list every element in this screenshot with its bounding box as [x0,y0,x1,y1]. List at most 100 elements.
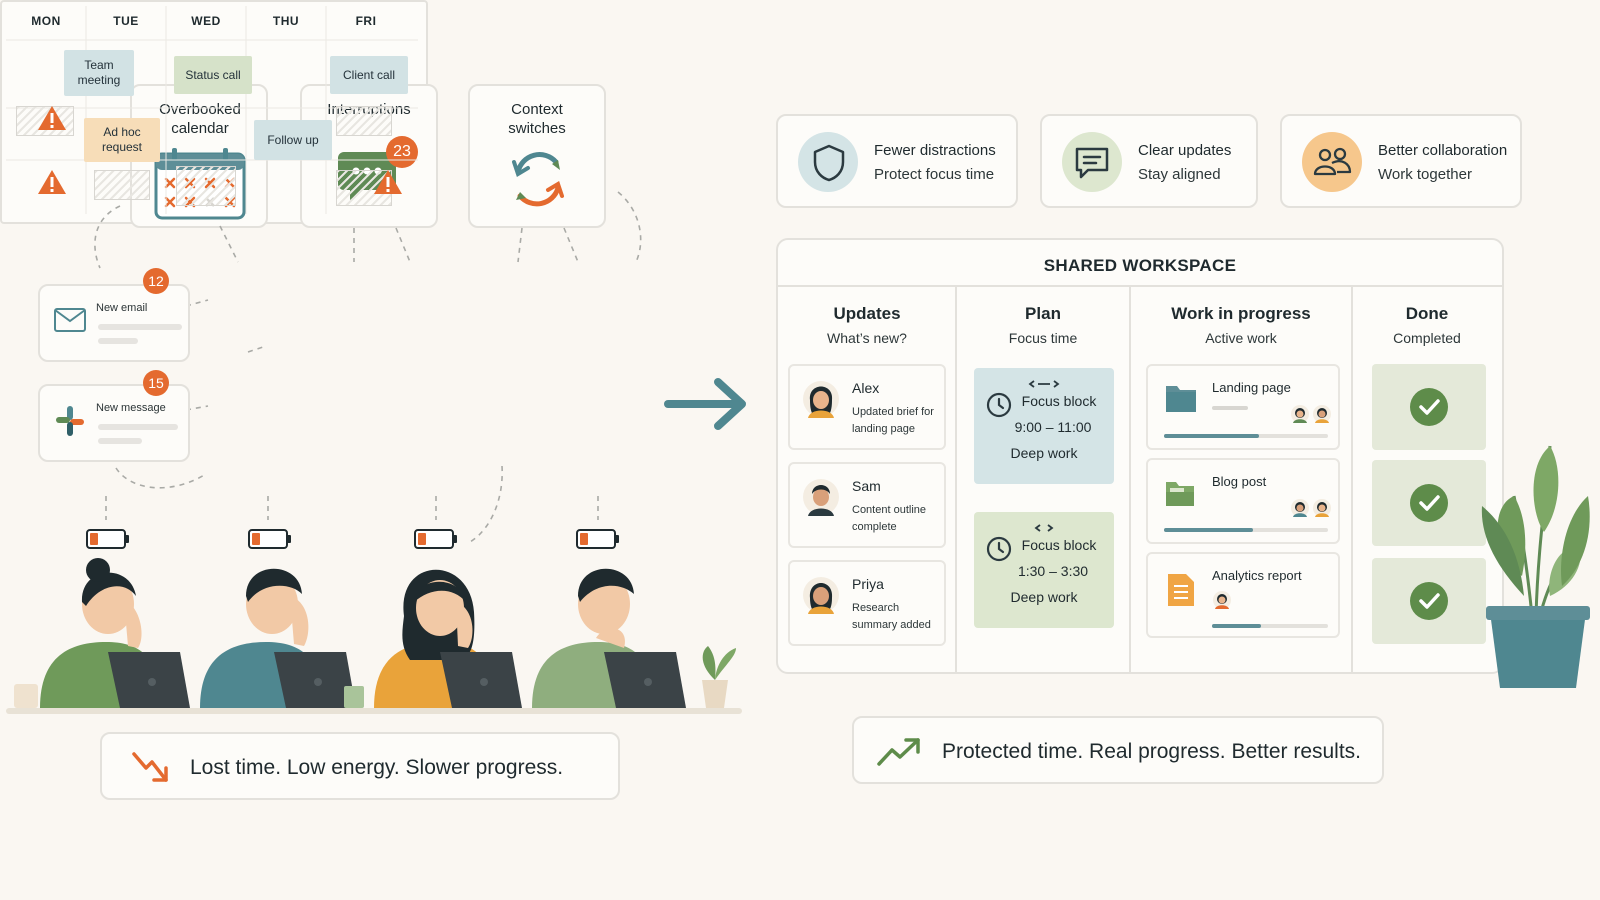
avatar [1213,591,1231,609]
focus-block-morning[interactable]: Focus block 9:00 – 11:00 Deep work [974,368,1114,484]
shield-icon [813,144,845,182]
workspace-title: SHARED WORKSPACE [1043,256,1237,275]
avatar [803,577,839,614]
avatar [803,479,839,516]
warning-icon [38,170,66,194]
focus-block-title: Focus block [1021,537,1097,553]
benefit-title: Clear updates [1138,142,1232,159]
progress-fill [1164,434,1260,438]
new-email-notification: New email [38,284,190,362]
avatar [1291,405,1309,423]
update-card-alex[interactable]: Alex Updated brief for landing page [788,364,946,450]
wip-card-blog-post[interactable]: Blog post [1146,458,1340,544]
done-card[interactable] [1372,460,1486,546]
column-title: Plan [1025,304,1061,323]
update-card-priya[interactable]: Priya Research summary added [788,560,946,646]
day-fri: FRI [355,14,377,28]
wip-title: Landing page [1212,380,1291,395]
avatar [1313,499,1331,517]
event-status-call[interactable]: Status call [174,56,252,94]
new-message-notification: New message [38,384,190,462]
update-description: Research summary added [852,602,931,631]
day-thu: THU [272,14,300,28]
low-battery-icon [248,529,291,549]
benefit-better-collaboration: Better collaboration Work together [1280,114,1522,208]
message-count-badge: 15 [143,370,169,396]
column-plan-header: Plan Focus time [956,304,1130,346]
arrow-right-icon [664,378,746,430]
column-title: Done [1405,304,1449,323]
negative-outcome-banner: Lost time. Low energy. Slower progress. [100,732,620,800]
progress-fill [1164,528,1253,532]
update-author: Alex [852,380,880,396]
event-ad-hoc-request[interactable]: Ad hoc request [84,118,160,162]
progress-fill [1212,624,1261,628]
code-icon [1028,380,1060,388]
focus-block-time: 9:00 – 11:00 [1014,419,1092,435]
trend-up-icon [877,738,920,766]
code-icon [1034,524,1054,532]
placeholder-line [98,424,178,430]
folder-icon [1166,386,1196,412]
focus-block-note: Deep work [1010,589,1078,605]
day-tue: TUE [113,14,139,28]
overbooked-calendar-label: Overbooked calendar [159,101,241,137]
slack-icon [56,406,84,436]
checkmark-icon [1410,388,1448,426]
message-icon [1075,147,1109,179]
update-author: Priya [852,576,884,592]
calendar-grid [6,6,418,214]
progress-bar [1164,528,1328,532]
switch-arrows-icon [512,152,564,207]
wip-card-analytics-report[interactable]: Analytics report [1146,552,1340,638]
mail-icon [54,308,86,332]
column-title: Work in progress [1171,304,1311,323]
warning-icon [38,106,66,130]
folder-icon [1166,482,1194,506]
update-author: Sam [852,478,881,494]
checkmark-icon [1410,484,1448,522]
column-updates-header: Updates What’s new? [778,304,956,346]
column-done-header: Done Completed [1352,304,1502,346]
update-card-sam[interactable]: Sam Content outline complete [788,462,946,548]
stressed-workers-illustration [6,558,742,714]
shared-workspace-board: SHARED WORKSPACE Updates What’s new? Pla… [776,238,1504,674]
new-email-label: New email [96,302,148,314]
clock-icon [986,392,1012,418]
benefit-subtitle: Work together [1378,166,1472,183]
new-message-label: New message [96,402,166,414]
day-wed: WED [191,14,221,28]
event-team-meeting[interactable]: Team meeting [64,50,134,96]
document-icon [1168,574,1194,606]
busy-block [176,166,236,206]
positive-outcome-text: Protected time. Real progress. Better re… [942,740,1362,763]
column-subtitle: What’s new? [827,330,907,346]
context-switches-card: Context switches [468,84,606,228]
done-card[interactable] [1372,364,1486,450]
busy-block [94,170,150,200]
event-follow-up[interactable]: Follow up [254,120,332,160]
progress-bar [1212,624,1328,628]
team-icon [1313,147,1352,176]
wip-title: Blog post [1212,474,1267,489]
avatar [803,381,839,418]
board-dividers [778,285,1502,672]
email-count-badge: 12 [143,268,169,294]
potted-plant [1481,445,1590,688]
event-client-call[interactable]: Client call [330,56,408,94]
wip-card-landing-page[interactable]: Landing page [1146,364,1340,450]
positive-outcome-banner: Protected time. Real progress. Better re… [852,716,1384,784]
day-mon: MON [31,14,61,28]
focus-block-afternoon[interactable]: Focus block 1:30 – 3:30 Deep work [974,512,1114,628]
placeholder-line [98,338,138,344]
benefit-icon-bg [798,132,858,192]
wip-title: Analytics report [1212,568,1302,583]
placeholder-line [98,324,182,330]
interruptions-badge: 23 [386,136,418,168]
trend-down-icon [132,752,168,782]
focus-block-note: Deep work [1010,445,1078,461]
benefit-clear-updates: Clear updates Stay aligned [1040,114,1258,208]
benefit-subtitle: Protect focus time [874,166,995,183]
done-card[interactable] [1372,558,1486,644]
weekly-calendar: MON TUE WED THU FRI Team meeting Status … [0,0,428,224]
